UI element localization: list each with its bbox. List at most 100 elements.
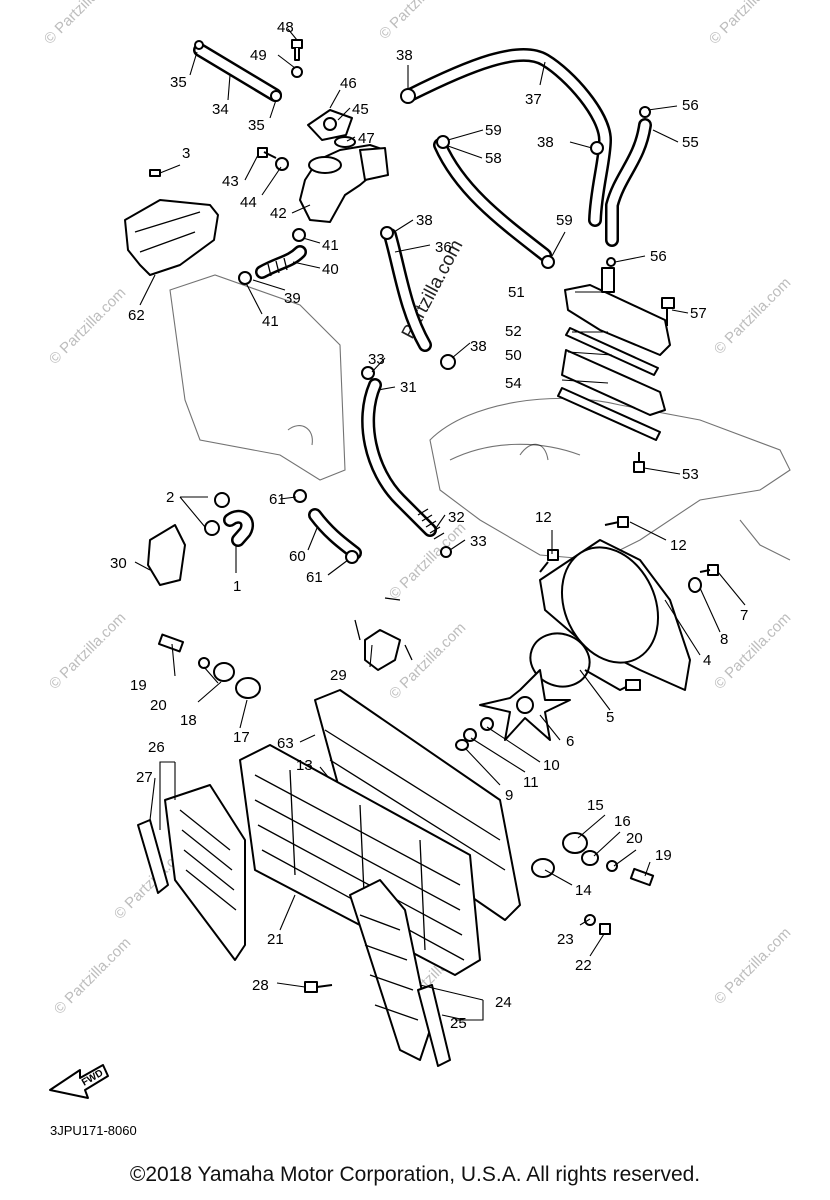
callout-label: 33 bbox=[368, 351, 385, 368]
callout-label: 41 bbox=[322, 237, 339, 254]
callout-labels: 1 2 3 4 5 6 7 8 9 10 11 12 12 13 14 15 1… bbox=[110, 19, 748, 1032]
callout-label: 16 bbox=[614, 813, 631, 830]
watermark: © Partzilla.com bbox=[51, 934, 134, 1017]
callout-label: 5 bbox=[606, 709, 614, 726]
callout-label: 48 bbox=[277, 19, 294, 36]
watermark: © Partzilla.com bbox=[376, 0, 459, 43]
callout-label: 29 bbox=[330, 667, 347, 684]
callout-label: 6 bbox=[566, 733, 574, 750]
callout-label: 50 bbox=[505, 347, 522, 364]
watermark: © Partzilla.com bbox=[46, 609, 129, 692]
callout-label: 36 bbox=[435, 239, 452, 256]
hose-36 bbox=[383, 228, 432, 352]
hose-34 bbox=[193, 43, 282, 102]
fitting-30 bbox=[147, 524, 186, 586]
callout-label: 21 bbox=[267, 931, 284, 948]
callout-label: 19 bbox=[130, 677, 147, 694]
callout-label: 20 bbox=[150, 697, 167, 714]
callout-label: 34 bbox=[212, 101, 229, 118]
callout-label: 17 bbox=[233, 729, 250, 746]
callout-label: 51 bbox=[508, 284, 525, 301]
callout-label: 61 bbox=[306, 569, 323, 586]
valve-29 bbox=[354, 597, 413, 671]
callout-label: 13 bbox=[296, 757, 313, 774]
watermark: © Partzilla.com bbox=[41, 0, 124, 48]
callout-label: 2 bbox=[166, 489, 174, 506]
callout-label: 12 bbox=[670, 537, 687, 554]
callout-label: 59 bbox=[485, 122, 502, 139]
callout-label: 3 bbox=[182, 145, 190, 162]
callout-label: 11 bbox=[523, 774, 539, 791]
callout-label: 18 bbox=[180, 712, 197, 729]
callout-label: 39 bbox=[284, 290, 301, 307]
hose-1 bbox=[223, 509, 255, 547]
callout-label: 62 bbox=[128, 307, 145, 324]
callout-label: 59 bbox=[556, 212, 573, 229]
callout-label: 56 bbox=[682, 97, 699, 114]
callout-label: 43 bbox=[222, 173, 239, 190]
watermark: © Partzilla.com bbox=[386, 619, 469, 702]
spring-32 bbox=[417, 508, 445, 540]
callout-label: 52 bbox=[505, 323, 522, 340]
callout-label: 61 bbox=[269, 491, 286, 508]
leader-lines bbox=[134, 28, 746, 1021]
callout-label: 24 bbox=[495, 994, 512, 1011]
callout-label: 15 bbox=[587, 797, 604, 814]
hose-58 bbox=[433, 138, 552, 262]
callout-label: 1 bbox=[233, 578, 241, 595]
callout-label: 22 bbox=[575, 957, 592, 974]
callout-label: 19 bbox=[655, 847, 672, 864]
callout-label: 27 bbox=[136, 769, 153, 786]
callout-label: 38 bbox=[396, 47, 413, 64]
callout-label: 20 bbox=[626, 830, 643, 847]
cover-62 bbox=[124, 199, 219, 276]
callout-label: 47 bbox=[358, 130, 375, 147]
callout-label: 49 bbox=[250, 47, 267, 64]
callout-label: 46 bbox=[340, 75, 357, 92]
fwd-arrow-icon: FWD bbox=[49, 1064, 109, 1099]
callout-label: 58 bbox=[485, 150, 502, 167]
callout-label: 8 bbox=[720, 631, 728, 648]
callout-label: 12 bbox=[535, 509, 552, 526]
callout-label: 14 bbox=[575, 882, 592, 899]
thermostat-housing bbox=[299, 109, 389, 223]
callout-label: 44 bbox=[240, 194, 257, 211]
copyright-notice: ©2018 Yamaha Motor Corporation, U.S.A. A… bbox=[129, 1163, 701, 1186]
callout-label: 38 bbox=[416, 212, 433, 229]
side-guard-26 bbox=[164, 784, 246, 961]
callout-label: 7 bbox=[740, 607, 748, 624]
fan-6 bbox=[479, 669, 571, 741]
callout-label: 63 bbox=[277, 735, 294, 752]
callout-label: 31 bbox=[400, 379, 417, 396]
diagram-code: 3JPU171-8060 bbox=[50, 1123, 137, 1138]
callout-label: 38 bbox=[470, 338, 487, 355]
callout-label: 55 bbox=[682, 134, 699, 151]
fan-motor-5 bbox=[529, 632, 641, 691]
fan-shroud-4 bbox=[539, 539, 691, 691]
panel-27 bbox=[137, 819, 169, 894]
callout-label: 57 bbox=[690, 305, 707, 322]
hose-60 bbox=[308, 508, 362, 560]
watermark: © Partzilla.com bbox=[711, 274, 794, 357]
callout-label: 60 bbox=[289, 548, 306, 565]
callout-label: 9 bbox=[505, 787, 513, 804]
callout-label: 38 bbox=[537, 134, 554, 151]
bolt-48 bbox=[291, 39, 303, 78]
callout-label: 26 bbox=[148, 739, 165, 756]
callout-label: 4 bbox=[703, 652, 711, 669]
hose-40 bbox=[255, 245, 307, 279]
callout-label: 42 bbox=[270, 205, 287, 222]
watermark: © Partzilla.com bbox=[46, 284, 129, 367]
callout-label: 35 bbox=[170, 74, 187, 91]
callout-label: 40 bbox=[322, 261, 339, 278]
bolt-43 bbox=[257, 147, 289, 171]
grommets bbox=[157, 633, 655, 993]
callout-label: 41 bbox=[262, 313, 279, 330]
callout-label: 30 bbox=[110, 555, 127, 572]
callout-label: 56 bbox=[650, 248, 667, 265]
hose-55 bbox=[605, 118, 652, 247]
callout-label: 53 bbox=[682, 466, 699, 483]
hose-37 bbox=[403, 47, 612, 227]
callout-label: 23 bbox=[557, 931, 574, 948]
